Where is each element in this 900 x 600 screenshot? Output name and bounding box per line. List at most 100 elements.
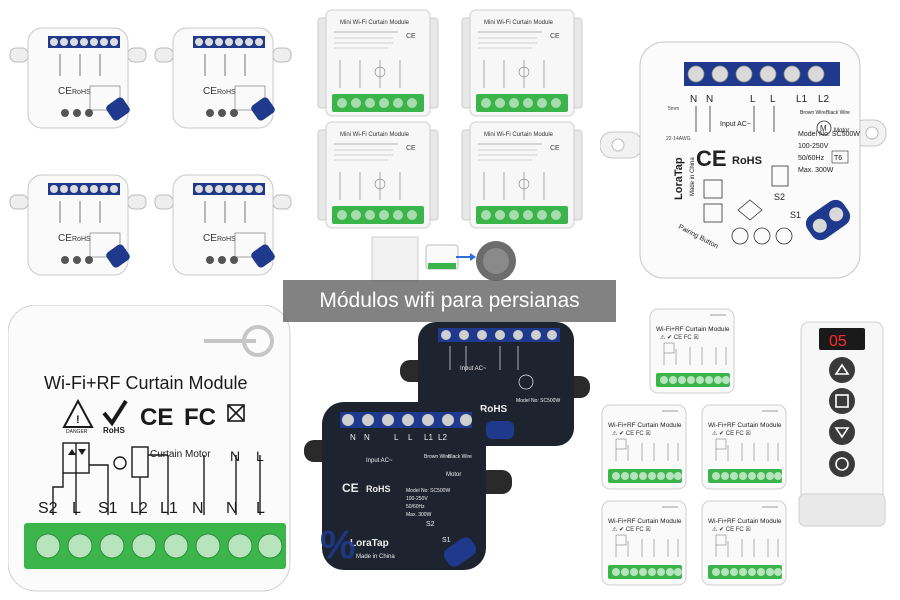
rf-terminal-n: N bbox=[192, 500, 204, 517]
black-front-l2: L bbox=[408, 433, 413, 442]
svg-text:CE: CE bbox=[342, 481, 359, 495]
rf-small-module-1-title: Wi-Fi+RF Curtain Module bbox=[656, 326, 730, 333]
small-module-3 bbox=[9, 174, 147, 276]
black-module-front: N N L L L1 L2 Input AC~ Brown Wire Black… bbox=[304, 402, 512, 570]
rf-small-module-2-title: Wi-Fi+RF Curtain Module bbox=[608, 422, 682, 429]
svg-text:!: ! bbox=[76, 414, 80, 426]
mini-modules-group: CE Mini Wi-Fi Curtain Module Mini Wi-Fi … bbox=[317, 9, 583, 229]
large-s2: S2 bbox=[774, 192, 785, 202]
large-terminal-l1: L bbox=[750, 94, 756, 105]
mini-module-3: Mini Wi-Fi Curtain Module bbox=[317, 121, 439, 229]
black-front-n1: N bbox=[350, 433, 356, 442]
large-awg-label: 22-14AWG bbox=[666, 136, 691, 142]
mini-module-1: Mini Wi-Fi Curtain Module bbox=[317, 9, 439, 117]
caption-banner: Módulos wifi para persianas bbox=[283, 280, 616, 322]
rf-top-l: L bbox=[256, 448, 264, 464]
small-module-2 bbox=[154, 27, 292, 129]
black-front-l1: L bbox=[394, 433, 399, 442]
remote-up-button[interactable] bbox=[829, 357, 855, 383]
black-front-n2: N bbox=[364, 433, 370, 442]
black-front-input: Input AC~ bbox=[366, 458, 393, 464]
rf-terminal-l: L bbox=[72, 500, 81, 517]
svg-text:M: M bbox=[820, 124, 827, 133]
rf-module-title: Wi-Fi+RF Curtain Module bbox=[44, 373, 248, 393]
remote-display: 05 bbox=[829, 333, 847, 350]
large-brown-wire: Brown Wire bbox=[800, 110, 826, 116]
large-volt-label: 100-250V bbox=[798, 143, 829, 150]
switch-box-illustration bbox=[371, 236, 516, 282]
black-back-input: Input AC~ bbox=[460, 366, 487, 372]
small-module-4 bbox=[154, 174, 292, 276]
black-front-model: Model No: SC500W bbox=[406, 488, 450, 494]
black-front-power: Max. 300W bbox=[406, 512, 432, 518]
black-front-black: Black Wire bbox=[448, 454, 472, 460]
large-mm-label: 5mm bbox=[668, 106, 679, 112]
rf-small-module-4-title: Wi-Fi+RF Curtain Module bbox=[608, 518, 682, 525]
large-temp-label: T6 bbox=[834, 155, 842, 162]
mini-module-3-title: Mini Wi-Fi Curtain Module bbox=[340, 132, 410, 138]
small-modules-group: CE RoHS bbox=[9, 27, 292, 276]
large-module-white: N N L L L1 L2 5mm 22-14AWG Input AC~ Bro… bbox=[600, 41, 887, 279]
large-model-label: Model No: SC500W bbox=[798, 131, 860, 138]
rf-terminal-s2: S2 bbox=[38, 500, 58, 517]
black-front-freq: 50/60Hz bbox=[406, 504, 425, 510]
mini-module-4: Mini Wi-Fi Curtain Module bbox=[461, 121, 583, 229]
large-s1: S1 bbox=[790, 210, 801, 220]
black-front-volt: 100-250V bbox=[406, 496, 428, 502]
large-made-in: Made in China bbox=[690, 157, 696, 196]
rf-ce-mark: CE bbox=[140, 404, 173, 431]
rf-small-module-5: Wi-Fi+RF Curtain Module bbox=[701, 500, 787, 586]
black-front-brand: LoraTap bbox=[350, 538, 389, 549]
remote-stop-button[interactable] bbox=[829, 388, 855, 414]
large-terminal-out2: L2 bbox=[818, 94, 830, 105]
black-front-out2: L2 bbox=[438, 433, 447, 442]
large-terminal-out1: L1 bbox=[796, 94, 808, 105]
large-terminal-n1: N bbox=[690, 94, 697, 105]
black-front-brown: Brown Wire bbox=[424, 454, 450, 460]
black-front-made: Made in China bbox=[356, 554, 395, 560]
large-terminal-n2: N bbox=[706, 94, 713, 105]
rf-rohs: RoHS bbox=[103, 426, 125, 435]
rf-module-large: Wi-Fi+RF Curtain Module ! DANGER RoHS CE… bbox=[8, 305, 291, 592]
large-freq-label: 50/60Hz bbox=[798, 155, 825, 162]
black-front-out1: L1 bbox=[424, 433, 433, 442]
rf-small-module-1: Wi-Fi+RF Curtain Module bbox=[649, 308, 735, 394]
black-front-s1: S1 bbox=[442, 537, 451, 544]
svg-text:%: % bbox=[320, 523, 356, 567]
rf-curtain-motor-label: Curtain Motor bbox=[150, 449, 211, 460]
large-brand: LoraTap bbox=[673, 157, 685, 200]
black-back-model: Model No: SC500W bbox=[516, 398, 560, 404]
black-front-rohs: RoHS bbox=[366, 484, 391, 494]
large-power-label: Max. 300W bbox=[798, 167, 834, 174]
rf-terminal-s1: S1 bbox=[98, 500, 118, 517]
mini-module-2-title: Mini Wi-Fi Curtain Module bbox=[484, 20, 554, 26]
rf-small-module-3: Wi-Fi+RF Curtain Module bbox=[701, 404, 787, 490]
rf-danger-label: DANGER bbox=[66, 429, 88, 435]
black-front-s2: S2 bbox=[426, 521, 435, 528]
rf-terminal-l1: L1 bbox=[160, 500, 178, 517]
svg-text:CE: CE bbox=[696, 146, 727, 171]
rf-terminal-l3: L bbox=[256, 500, 265, 517]
rf-top-n: N bbox=[230, 448, 240, 464]
small-module-1 bbox=[9, 27, 147, 129]
rf-terminal-n2: N bbox=[226, 500, 238, 517]
rf-fc-mark: FC bbox=[184, 404, 216, 431]
mini-module-4-title: Mini Wi-Fi Curtain Module bbox=[484, 132, 554, 138]
rf-terminal-l2: L2 bbox=[130, 500, 148, 517]
rf-small-module-3-title: Wi-Fi+RF Curtain Module bbox=[708, 422, 782, 429]
black-back-rohs: RoHS bbox=[480, 404, 508, 415]
mini-module-2: Mini Wi-Fi Curtain Module bbox=[461, 9, 583, 117]
large-motor-label: Motor bbox=[834, 128, 849, 134]
black-modules-group: Input AC~ RoHS Model No: SC500W N N L L … bbox=[304, 322, 590, 570]
large-input-label: Input AC~ bbox=[720, 121, 751, 128]
large-terminal-l2: L bbox=[770, 94, 776, 105]
rf-small-module-2: Wi-Fi+RF Curtain Module bbox=[601, 404, 687, 490]
remote-down-button[interactable] bbox=[829, 419, 855, 445]
remote-cycle-button[interactable] bbox=[829, 451, 855, 477]
rf-small-modules-group: ⚠ ✔ CE FC ☒ Wi-Fi+RF Curtain Module Wi-F… bbox=[601, 308, 787, 586]
rf-small-module-5-title: Wi-Fi+RF Curtain Module bbox=[708, 518, 782, 525]
black-front-motor: Motor bbox=[446, 472, 461, 478]
rf-small-module-4: Wi-Fi+RF Curtain Module bbox=[601, 500, 687, 586]
large-black-wire: Black Wire bbox=[826, 110, 850, 116]
large-rohs: RoHS bbox=[732, 155, 762, 167]
